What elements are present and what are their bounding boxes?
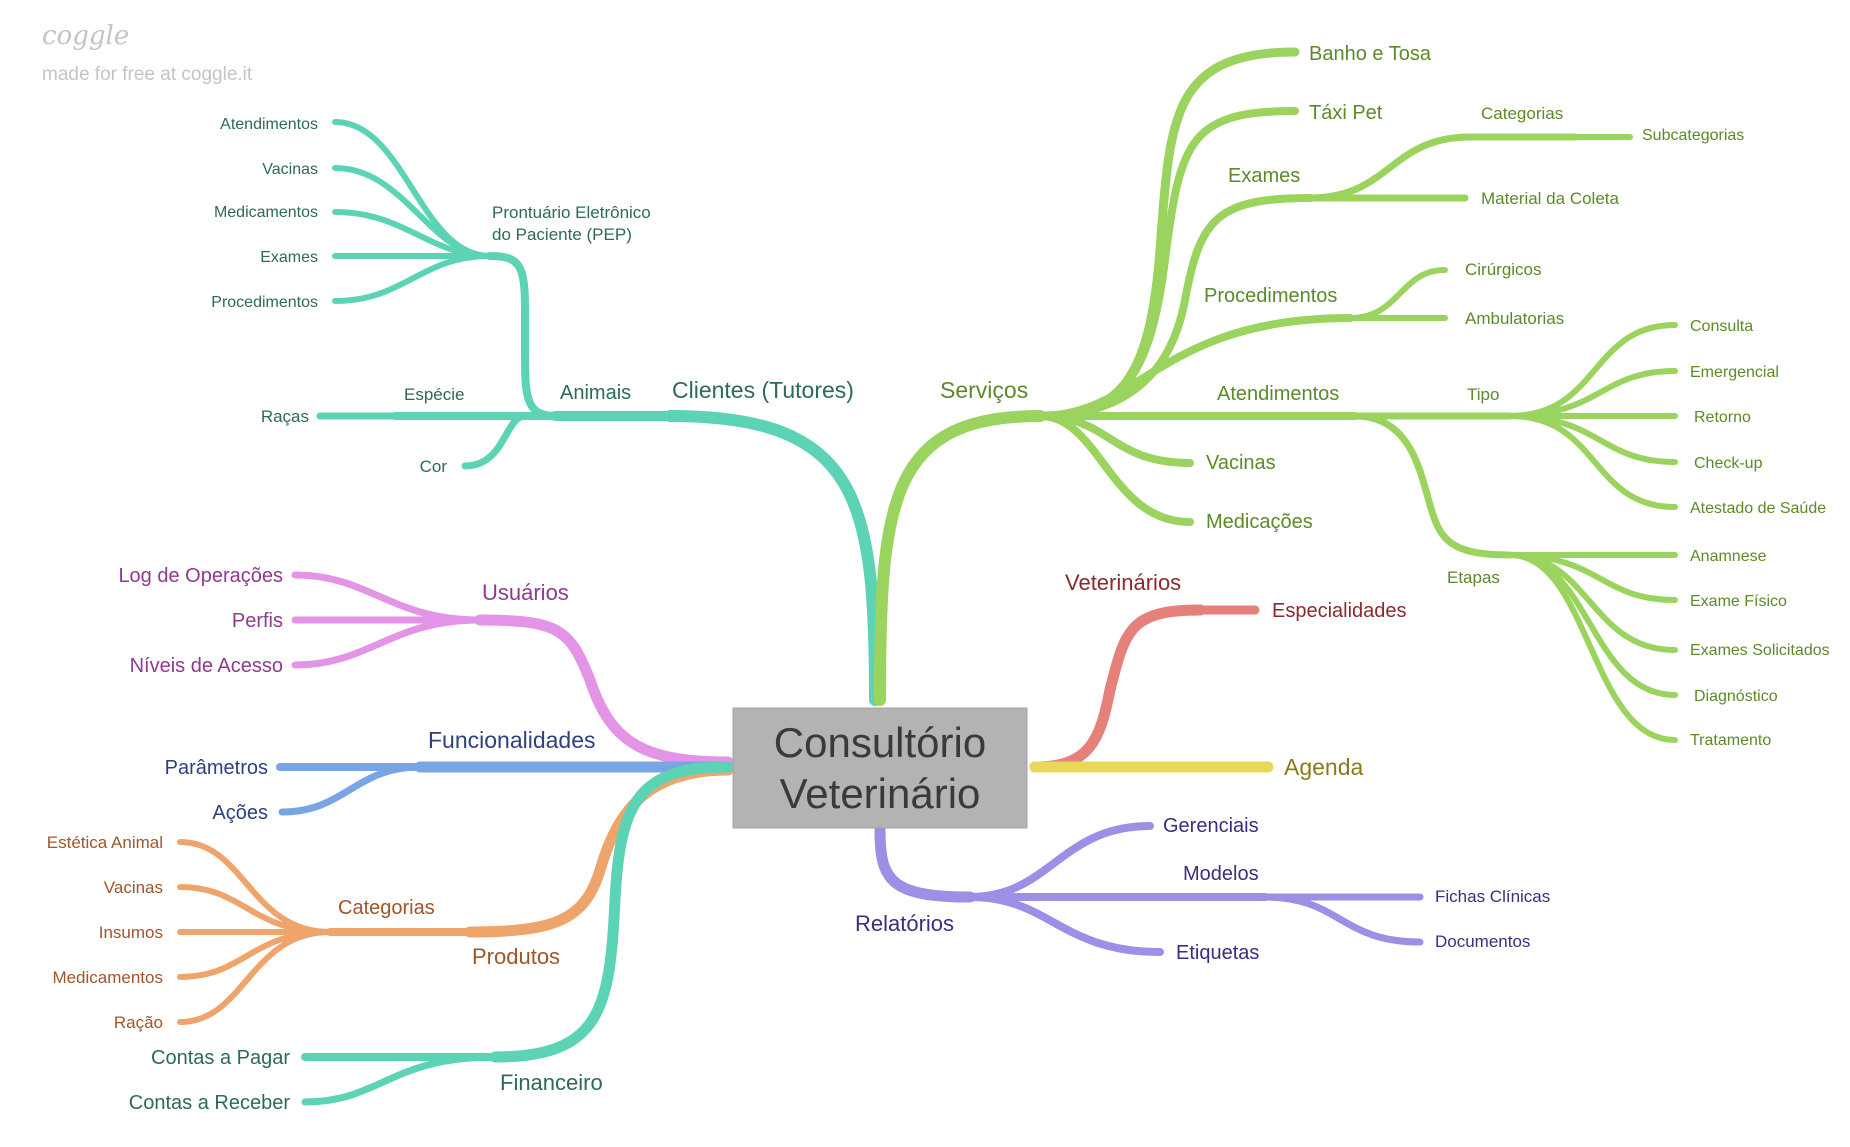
node-prod-vacinas: Vacinas <box>104 878 163 897</box>
node-fichas: Fichas Clínicas <box>1435 887 1550 906</box>
node-produtos: Produtos <box>472 944 560 969</box>
node-categorias-exames: Categorias <box>1481 104 1563 123</box>
node-pep-atendimentos: Atendimentos <box>220 116 318 133</box>
center-node-box <box>732 707 1028 829</box>
center-title-line1: Consultório <box>774 719 986 766</box>
node-especialidades: Especialidades <box>1272 600 1407 622</box>
node-exames: Exames <box>1228 165 1300 187</box>
branch-clientes <box>316 119 881 706</box>
node-categorias-produtos: Categorias <box>338 897 435 919</box>
node-contas-pagar: Contas a Pagar <box>151 1047 290 1069</box>
branch-financeiro <box>301 761 734 1106</box>
node-atendimentos: Atendimentos <box>1217 383 1339 405</box>
node-veterinarios: Veterinários <box>1065 570 1181 595</box>
branch-veterinarios <box>1029 604 1260 773</box>
node-racas: Raças <box>261 407 309 426</box>
node-vacinas: Vacinas <box>1206 452 1276 474</box>
node-emergencial: Emergencial <box>1690 364 1779 381</box>
node-animais: Animais <box>560 382 631 404</box>
node-ambulatorias: Ambulatorias <box>1465 309 1564 328</box>
node-clientes: Clientes (Tutores) <box>672 377 854 403</box>
node-usuarios: Usuários <box>482 580 569 605</box>
node-subcategorias: Subcategorias <box>1642 127 1744 144</box>
node-retorno: Retorno <box>1694 409 1751 426</box>
node-exame-fisico: Exame Físico <box>1690 593 1787 610</box>
node-material-coleta: Material da Coleta <box>1481 189 1620 208</box>
node-acoes: Ações <box>212 802 268 824</box>
node-pep-exames: Exames <box>260 249 318 266</box>
node-banho-tosa: Banho e Tosa <box>1309 43 1432 65</box>
node-checkup: Check-up <box>1694 455 1763 472</box>
node-parametros: Parâmetros <box>165 757 268 779</box>
node-pep-vacinas: Vacinas <box>262 161 318 178</box>
node-prod-medicamentos: Medicamentos <box>52 968 163 987</box>
branch-servicos <box>874 47 1678 743</box>
node-pep-procedimentos: Procedimentos <box>211 294 318 311</box>
node-perfis: Perfis <box>232 610 283 632</box>
node-pep-line1: Prontuário Eletrônico <box>492 203 651 222</box>
node-atestado: Atestado de Saúde <box>1690 500 1826 517</box>
node-consulta: Consulta <box>1690 318 1753 335</box>
node-insumos: Insumos <box>99 923 163 942</box>
node-relatorios: Relatórios <box>855 911 954 936</box>
node-cor: Cor <box>420 457 448 476</box>
node-modelos: Modelos <box>1183 863 1259 885</box>
node-estetica: Estética Animal <box>47 833 163 852</box>
watermark-tagline: made for free at coggle.it <box>42 64 253 85</box>
node-tipo: Tipo <box>1467 385 1499 404</box>
branch-relatorios <box>874 822 1424 956</box>
node-pep-medicamentos: Medicamentos <box>214 204 318 221</box>
node-pep-line2: do Paciente (PEP) <box>492 225 632 244</box>
node-anamnese: Anamnese <box>1690 548 1767 565</box>
node-diagnostico: Diagnóstico <box>1694 688 1778 705</box>
coggle-logo: coggle <box>42 21 129 51</box>
node-especie: Espécie <box>404 385 464 404</box>
node-exames-solicitados: Exames Solicitados <box>1690 642 1830 659</box>
node-log: Log de Operações <box>118 565 283 587</box>
node-gerenciais: Gerenciais <box>1163 815 1259 837</box>
branch-funcionalidades <box>276 761 734 816</box>
branch-usuarios <box>291 571 734 768</box>
node-servicos: Serviços <box>940 377 1028 403</box>
node-medicacoes: Medicações <box>1206 511 1313 533</box>
node-cirurgicos: Cirúrgicos <box>1465 260 1542 279</box>
node-documentos: Documentos <box>1435 932 1530 951</box>
node-funcionalidades: Funcionalidades <box>428 727 596 753</box>
node-financeiro: Financeiro <box>500 1070 603 1095</box>
center-title-line2: Veterinário <box>780 770 981 817</box>
node-etiquetas: Etiquetas <box>1176 942 1259 964</box>
node-agenda: Agenda <box>1284 754 1364 780</box>
node-contas-receber: Contas a Receber <box>129 1092 291 1114</box>
node-taxi-pet: Táxi Pet <box>1309 102 1383 124</box>
node-racao: Ração <box>114 1013 163 1032</box>
node-procedimentos: Procedimentos <box>1204 285 1337 307</box>
node-tratamento: Tratamento <box>1690 732 1771 749</box>
node-niveis: Níveis de Acesso <box>130 655 283 677</box>
node-etapas: Etapas <box>1447 568 1500 587</box>
